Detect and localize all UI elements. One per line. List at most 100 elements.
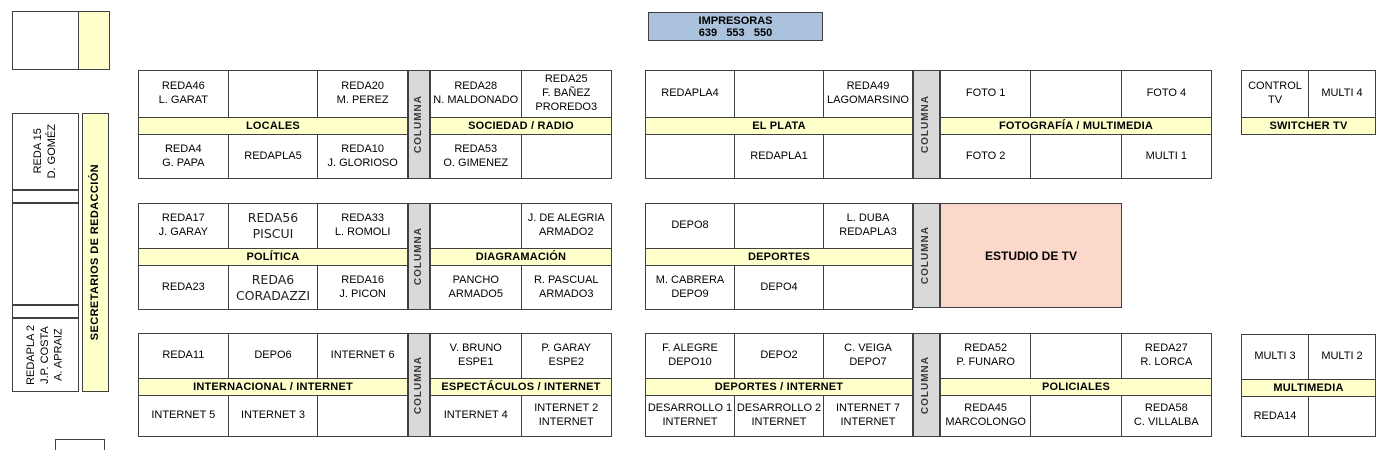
- desk-cell: L. DUBA REDAPLA3: [824, 204, 912, 248]
- desk-cell: REDA33 L. ROMOLI: [318, 204, 407, 248]
- printers-box: IMPRESORAS 639 553 550: [648, 12, 823, 41]
- columna-pillar: COLUMNA: [408, 203, 430, 310]
- desk-cell: CONTROL TV: [1242, 71, 1308, 117]
- columna-pillar: COLUMNA: [408, 70, 430, 179]
- desk-cell: REDAPLA5: [228, 135, 318, 178]
- desk-cell: INTERNET 6: [318, 334, 407, 378]
- desk-cell: [824, 266, 912, 309]
- columna-pillar: COLUMNA: [913, 333, 940, 437]
- block-sociedad-radio: REDA28 N. MALDONADO REDA25 F. BAÑEZ PROR…: [430, 70, 612, 179]
- secretaries-strip-label: SECRETARIOS DE REDACCIÓN: [88, 164, 101, 341]
- desk-cell: V. BRUNO ESPE1: [431, 334, 521, 378]
- desk-cell: DESARROLLO 2 INTERNET: [735, 396, 823, 436]
- desk-cell: INTERNET 2 INTERNET: [521, 396, 611, 436]
- tv-studio-label: ESTUDIO DE TV: [984, 248, 1077, 263]
- section-label-fotografia: FOTOGRAFÍA / MULTIMEDIA: [941, 118, 1211, 134]
- desk-cell: P. GARAY ESPE2: [521, 334, 611, 378]
- corner-box: [12, 11, 110, 70]
- desk-cell: REDA14: [1242, 397, 1308, 436]
- desk-cell: MULTI 4: [1309, 71, 1375, 117]
- desk-cell: [431, 204, 521, 248]
- desk-cell: REDA10 J. GLORIOSO: [318, 135, 407, 178]
- desk-cell: REDA20 M. PEREZ: [318, 71, 407, 117]
- columna-label: COLUMNA: [920, 95, 932, 154]
- corner-box-yellow: [79, 12, 109, 69]
- block-policiales: REDA52 P. FUNARO REDA27 R. LORCA POLICIA…: [940, 333, 1212, 437]
- printers-title: IMPRESORAS: [698, 14, 773, 27]
- desk-cell: [735, 71, 823, 117]
- block-elplata: REDAPLA4 REDA49 LAGOMARSINO EL PLATA RED…: [645, 70, 913, 179]
- desk-cell: REDA11: [139, 334, 228, 378]
- block-diagramacion: J. DE ALEGRIA ARMADO2 DIAGRAMACIÓN PANCH…: [430, 203, 612, 310]
- desk-cell: [228, 71, 318, 117]
- sidebar-desk-reda15: REDA 15 D. GOMÉZ: [12, 113, 79, 190]
- sidebar-desk-reda15-label: REDA 15 D. GOMÉZ: [31, 124, 58, 179]
- section-label-diagramacion: DIAGRAMACIÓN: [431, 249, 611, 265]
- desk-cell: M. CABRERA DEPO9: [646, 266, 734, 309]
- block-espectaculos-internet: V. BRUNO ESPE1 P. GARAY ESPE2 ESPECTÁCUL…: [430, 333, 612, 437]
- columna-label: COLUMNA: [412, 355, 424, 415]
- desk-cell: DEPO6: [228, 334, 318, 378]
- desk-cell: REDA58 C. VILLALBA: [1121, 396, 1211, 436]
- desk-cell: FOTO 2: [941, 135, 1031, 178]
- desk-cell: REDA16 J. PICON: [318, 266, 407, 309]
- desk-cell: [521, 135, 611, 178]
- tv-studio-area: ESTUDIO DE TV: [940, 203, 1122, 308]
- section-label-sociedad-radio: SOCIEDAD / RADIO: [431, 118, 611, 134]
- desk-cell: [646, 135, 734, 178]
- sidebar-desk-redapla2-label: REDAPLA 2 J.P. COSTA A. APRAIZ: [24, 325, 65, 385]
- desk-cell: REDA53 O. GIMENEZ: [431, 135, 521, 178]
- printers-numbers: 639 553 550: [698, 26, 773, 39]
- section-label-politica: POLÍTICA: [139, 249, 407, 265]
- desk-cell: [1031, 396, 1121, 436]
- desk-cell: [1309, 397, 1375, 436]
- desk-cell: PANCHO ARMADO5: [431, 266, 521, 309]
- section-label-deportes: DEPORTES: [646, 249, 912, 265]
- desk-cell: INTERNET 4: [431, 396, 521, 436]
- desk-cell: MULTI 1: [1121, 135, 1211, 178]
- columna-label: COLUMNA: [920, 355, 932, 415]
- desk-cell: REDA45 MARCOLONGO: [941, 396, 1031, 436]
- columna-pillar: COLUMNA: [913, 203, 940, 308]
- desk-cell: R. PASCUAL ARMADO3: [521, 266, 611, 309]
- partial-box: [55, 439, 105, 450]
- section-label-espectaculos: ESPECTÁCULOS / INTERNET: [431, 379, 611, 395]
- block-deportes: DEPO8 L. DUBA REDAPLA3 DEPORTES M. CABRE…: [645, 203, 913, 310]
- desk-cell: FOTO 4: [1121, 71, 1211, 117]
- sidebar-strip-top: [12, 190, 79, 203]
- desk-cell: REDA27 R. LORCA: [1121, 334, 1211, 378]
- block-politica: REDA17 J. GARAY REDA56 PISCUI REDA33 L. …: [138, 203, 408, 310]
- desk-cell: FOTO 1: [941, 71, 1031, 117]
- corner-box-white: [13, 12, 79, 69]
- columna-label: COLUMNA: [412, 95, 424, 154]
- desk-cell: F. ALEGRE DEPO10: [646, 334, 734, 378]
- desk-cell: [735, 204, 823, 248]
- desk-cell: [318, 396, 407, 436]
- section-label-deportes-internet: DEPORTES / INTERNET: [646, 379, 912, 395]
- desk-cell: [1031, 71, 1121, 117]
- section-label-switcher-tv: SWITCHER TV: [1242, 118, 1375, 134]
- block-deportes-internet: F. ALEGRE DEPO10 DEPO2 C. VEIGA DEPO7 DE…: [645, 333, 913, 437]
- section-label-elplata: EL PLATA: [646, 118, 912, 134]
- block-locales: REDA46 L. GARAT REDA20 M. PEREZ LOCALES …: [138, 70, 408, 179]
- desk-cell: DEPO4: [735, 266, 823, 309]
- section-label-multimedia: MULTIMEDIA: [1242, 380, 1375, 396]
- columna-label: COLUMNA: [412, 227, 424, 286]
- desk-cell: DEPO2: [735, 334, 823, 378]
- sidebar-empty-box: [12, 203, 79, 305]
- columna-label: COLUMNA: [920, 226, 932, 285]
- desk-cell: REDA4 G. PAPA: [139, 135, 228, 178]
- desk-cell: DESARROLLO 1 INTERNET: [646, 396, 734, 436]
- sidebar-strip-bottom: [12, 305, 79, 318]
- desk-cell: REDA23: [139, 266, 228, 309]
- block-internacional-internet: REDA11 DEPO6 INTERNET 6 INTERNACIONAL / …: [138, 333, 408, 437]
- desk-cell: REDA17 J. GARAY: [139, 204, 228, 248]
- desk-cell: REDA52 P. FUNARO: [941, 334, 1031, 378]
- desk-cell: MULTI 3: [1242, 335, 1308, 379]
- desk-cell: INTERNET 7 INTERNET: [824, 396, 912, 436]
- block-switcher-tv: CONTROL TV MULTI 4 SWITCHER TV: [1241, 70, 1376, 135]
- section-label-policiales: POLICIALES: [941, 379, 1211, 395]
- desk-cell: INTERNET 3: [228, 396, 318, 436]
- block-multimedia: MULTI 3 MULTI 2 MULTIMEDIA REDA14: [1241, 334, 1376, 437]
- desk-cell: REDAPLA1: [735, 135, 823, 178]
